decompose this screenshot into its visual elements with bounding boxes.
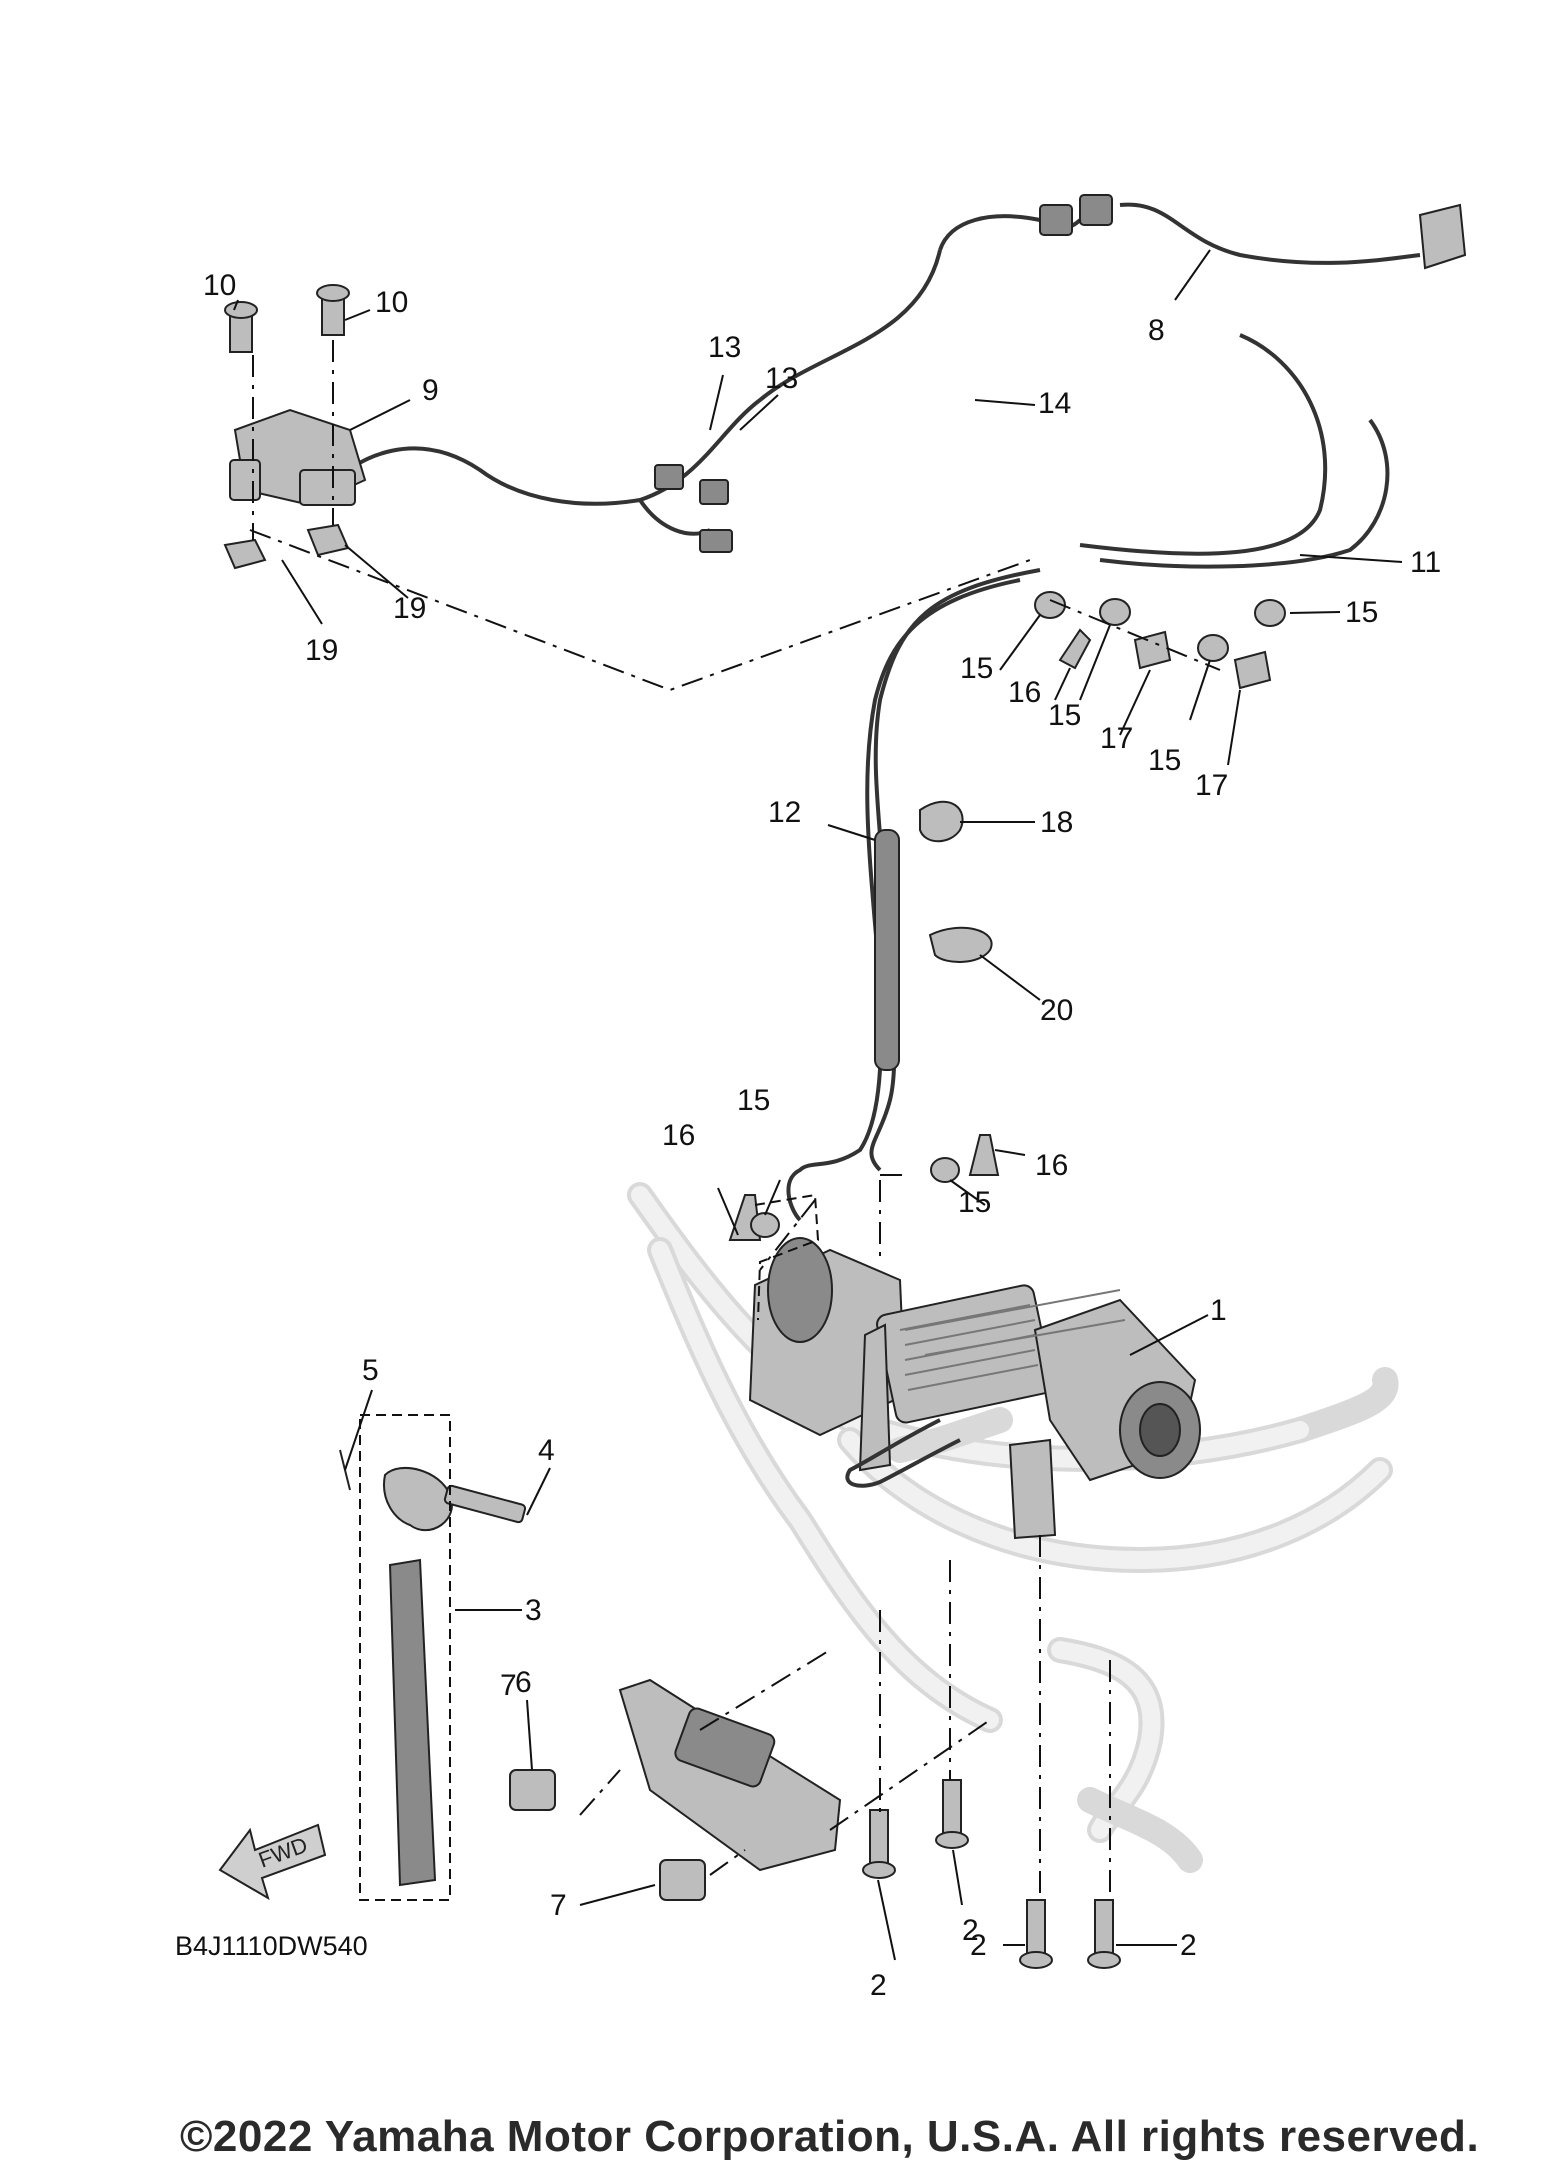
callout-16: 16 — [1035, 1149, 1068, 1182]
callout-9: 9 — [422, 374, 439, 407]
callout-15: 15 — [737, 1084, 770, 1117]
terminal-covers — [728, 591, 1286, 1241]
callout-19: 19 — [393, 592, 426, 625]
callout-2: 2 — [962, 1914, 979, 1947]
callout-8: 8 — [1148, 314, 1165, 347]
callout-15: 15 — [960, 652, 993, 685]
reference-lines — [249, 340, 1221, 1901]
callout-12: 12 — [768, 796, 801, 829]
relay-assembly — [223, 284, 367, 570]
callout-15: 15 — [1148, 744, 1181, 777]
callout-17: 17 — [1195, 769, 1228, 802]
callout-19: 19 — [305, 634, 338, 667]
callout-15: 15 — [958, 1186, 991, 1219]
callout-2: 2 — [870, 1969, 887, 2002]
callout-15: 15 — [1048, 699, 1081, 732]
callout-13: 13 — [765, 362, 798, 395]
callout-4: 4 — [538, 1434, 555, 1467]
diagram-code: B4J1110DW540 — [175, 1931, 368, 1961]
callout-20: 20 — [1040, 994, 1073, 1027]
forward-direction-arrow: FWD — [218, 1823, 327, 1901]
callout-17: 17 — [1100, 722, 1133, 755]
wiring-harness — [318, 194, 1467, 553]
callout-10: 10 — [203, 269, 236, 302]
hook-strap-assembly — [339, 1449, 527, 1887]
callout-5: 5 — [362, 1354, 379, 1387]
callout-16: 16 — [662, 1119, 695, 1152]
callout-7: 7 — [550, 1889, 567, 1922]
mounting-bolts — [862, 1779, 1121, 1969]
callout-labels: 1 2 2 2 2 3 4 5 6 7 7 8 9 10 10 11 12 13… — [203, 269, 1441, 2002]
callout-leaders — [233, 249, 1403, 1961]
winch-assembly — [748, 1237, 1201, 1540]
callout-16: 16 — [1008, 676, 1041, 709]
power-cables — [786, 333, 1390, 1222]
callout-1: 1 — [1210, 1294, 1227, 1327]
callout-7: 7 — [500, 1669, 517, 1702]
callout-18: 18 — [1040, 806, 1073, 839]
bumper-frame — [627, 1182, 1399, 1873]
fairlead-assembly — [509, 1678, 842, 1901]
callout-2: 2 — [970, 1929, 987, 1962]
callout-11: 11 — [1410, 546, 1441, 579]
callout-6: 6 — [515, 1666, 532, 1699]
callout-3: 3 — [525, 1594, 542, 1627]
callout-2: 2 — [1180, 1929, 1197, 1962]
callout-15: 15 — [1345, 596, 1378, 629]
callout-10: 10 — [375, 286, 408, 319]
copyright-notice: ©2022 Yamaha Motor Corporation, U.S.A. A… — [180, 2112, 1480, 2161]
callout-14: 14 — [1038, 387, 1071, 420]
callout-13: 13 — [708, 331, 741, 364]
